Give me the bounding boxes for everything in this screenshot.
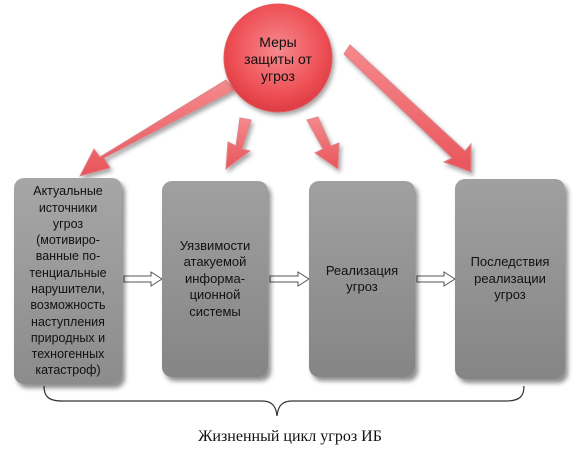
vulnerabilities-label: Уязвимости атакуемой информа- ционной си…: [179, 237, 251, 319]
threat-sources-box: Актуальные источники угроз (мотивиро- ва…: [14, 178, 122, 384]
flow-arrow-2: [269, 271, 310, 287]
center-label: Меры защиты от угроз: [244, 34, 312, 84]
consequences-label: Последствия реализации угроз: [470, 254, 550, 303]
protection-measures-circle: [223, 3, 333, 113]
diagram-caption: Жизненный цикл угроз ИБ: [198, 428, 382, 445]
arrow-to-consequences: [343, 44, 472, 173]
threat-realization-label: Реализация угроз: [325, 262, 399, 295]
flow-arrow-3: [416, 271, 456, 287]
arrow-to-realization: [306, 116, 340, 170]
arrow-to-sources: [79, 79, 235, 177]
threat-realization-box: Реализация угроз: [309, 181, 415, 377]
lifecycle-brace: [43, 385, 525, 417]
threat-sources-label: Актуальные источники угроз (мотивиро- ва…: [29, 184, 107, 378]
flow-arrow-1: [123, 271, 163, 287]
vulnerabilities-box: Уязвимости атакуемой информа- ционной си…: [162, 181, 268, 377]
arrow-to-vulnerabilities: [225, 117, 252, 171]
consequences-box: Последствия реализации угроз: [455, 179, 565, 379]
